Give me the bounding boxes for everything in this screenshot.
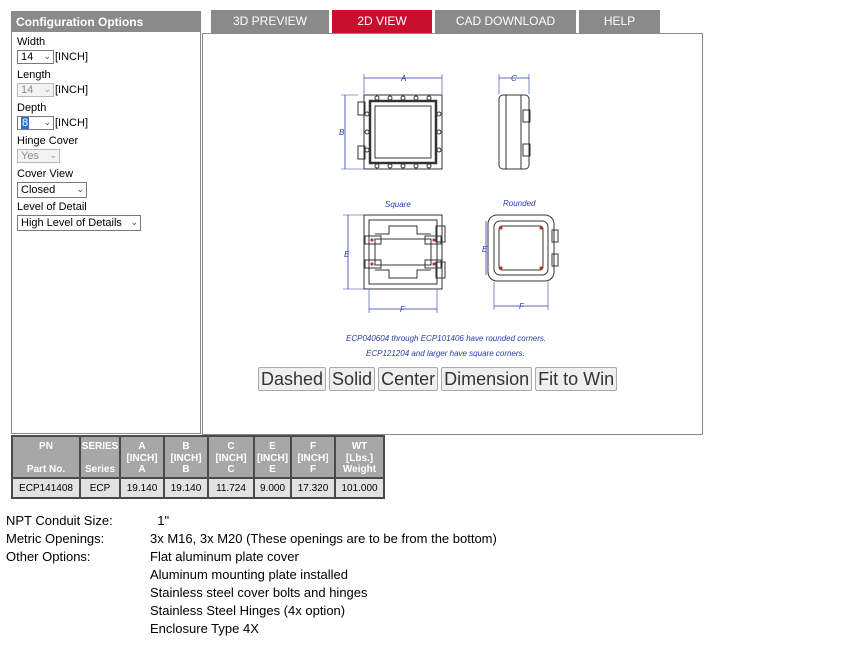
dim-e-label: E: [344, 250, 350, 259]
width-select[interactable]: 14 ⌄: [17, 49, 54, 64]
header-a: A[INCH]A: [121, 437, 163, 477]
tab-cad-download[interactable]: CAD DOWNLOAD: [435, 10, 576, 33]
cell-c: 11.724: [209, 479, 253, 497]
view-tabs: 3D PREVIEW 2D VIEW CAD DOWNLOAD HELP: [211, 10, 663, 33]
solid-button[interactable]: Solid: [329, 367, 376, 391]
dimension-button[interactable]: Dimension: [441, 367, 533, 391]
option-length: Length 14 ⌄ [INCH]: [17, 69, 200, 97]
length-select: 14 ⌄: [17, 82, 54, 97]
chevron-down-icon: ⌄: [49, 150, 57, 160]
info-extra-item: Enclosure Type 4X: [150, 621, 259, 636]
info-row-metric: Metric Openings: 3x M16, 3x M20 (These o…: [6, 530, 497, 548]
tab-3d-preview[interactable]: 3D PREVIEW: [211, 10, 329, 33]
cell-b: 19.140: [165, 479, 207, 497]
length-value: 14: [21, 83, 34, 96]
width-unit: [INCH]: [55, 50, 88, 63]
depth-value: 8: [21, 116, 30, 129]
configuration-panel: Configuration Options Width 14 ⌄ [INCH] …: [11, 11, 201, 434]
info-row-other: Other Options: Flat aluminum plate cover: [6, 548, 497, 566]
info-label: Other Options:: [6, 549, 91, 564]
product-info: NPT Conduit Size: 1" Metric Openings: 3x…: [6, 512, 497, 638]
info-value: 1": [150, 513, 170, 528]
cell-e: 9.000: [255, 479, 290, 497]
info-label: Metric Openings:: [6, 531, 105, 546]
info-value: 3x M16, 3x M20 (These openings are to be…: [150, 531, 497, 546]
info-value: Flat aluminum plate cover: [150, 549, 299, 564]
dim-e-rounded-label: E: [482, 245, 488, 254]
header-f: F[INCH]F: [292, 437, 334, 477]
drawing-viewer[interactable]: A B C E F E F Square Rounded ECP040604 t…: [202, 33, 703, 435]
cell-series: ECP: [81, 479, 119, 497]
dim-f-label: F: [400, 305, 406, 314]
hinge-cover-value: Yes: [21, 149, 39, 162]
cover-view-select[interactable]: Closed ⌄: [17, 181, 87, 198]
length-label: Length: [17, 69, 51, 81]
chevron-down-icon: ⌄: [43, 117, 51, 127]
header-e: E[INCH]E: [255, 437, 290, 477]
info-label: NPT Conduit Size:: [6, 513, 113, 528]
depth-unit: [INCH]: [55, 116, 88, 129]
chevron-down-icon: ⌄: [43, 84, 51, 94]
depth-select[interactable]: 8 ⌄: [17, 115, 54, 130]
option-cover-view: Cover View Closed ⌄: [17, 168, 200, 198]
rounded-back-view: [485, 214, 559, 310]
length-unit: [INCH]: [55, 83, 88, 96]
dashed-button[interactable]: Dashed: [258, 367, 327, 391]
dim-a-label: A: [400, 74, 406, 83]
option-level-of-detail: Level of Detail High Level of Details ⌄: [17, 201, 200, 231]
fit-to-window-button[interactable]: Fit to Win: [535, 367, 618, 391]
cover-view-label: Cover View: [17, 168, 74, 180]
center-button[interactable]: Center: [378, 367, 439, 391]
front-view: [341, 74, 443, 170]
option-depth: Depth 8 ⌄ [INCH]: [17, 102, 200, 130]
info-extra-item: Stainless steel cover bolts and hinges: [150, 585, 368, 600]
header-weight: WT[Lbs.]Weight: [336, 437, 383, 477]
option-hinge-cover: Hinge Cover Yes ⌄: [17, 135, 200, 163]
table-row: ECP141408 ECP 19.140 19.140 11.724 9.000…: [13, 479, 383, 497]
width-label: Width: [17, 36, 46, 48]
note-square-corners: ECP121204 and larger have square corners…: [366, 349, 525, 358]
tab-help[interactable]: HELP: [579, 10, 660, 33]
info-extra-item: Aluminum mounting plate installed: [150, 567, 348, 582]
config-title: Configuration Options: [12, 12, 200, 32]
header-b: B[INCH]B: [165, 437, 207, 477]
info-row-npt: NPT Conduit Size: 1": [6, 512, 497, 530]
option-width: Width 14 ⌄ [INCH]: [17, 36, 200, 64]
info-extra-item: Stainless Steel Hinges (4x option): [150, 603, 346, 618]
rounded-label: Rounded: [503, 199, 536, 208]
level-of-detail-value: High Level of Details: [21, 216, 122, 229]
cover-view-value: Closed: [21, 183, 56, 196]
square-back-view: [343, 214, 446, 313]
header-c: C[INCH]C: [209, 437, 253, 477]
chevron-down-icon: ⌄: [43, 51, 51, 61]
dim-c-label: C: [511, 74, 517, 83]
dim-f-rounded-label: F: [519, 302, 525, 311]
chevron-down-icon: ⌄: [76, 184, 84, 194]
side-view: [498, 74, 531, 170]
square-label: Square: [385, 200, 411, 209]
cell-a: 19.140: [121, 479, 163, 497]
technical-drawing: A B C E F E F Square Rounded: [339, 74, 559, 314]
viewer-button-bar: Dashed Solid Center Dimension Fit to Win: [258, 367, 620, 391]
cell-f: 17.320: [292, 479, 334, 497]
cell-weight: 101.000: [336, 479, 383, 497]
width-value: 14: [21, 50, 34, 63]
hinge-cover-select: Yes ⌄: [17, 148, 60, 163]
depth-label: Depth: [17, 102, 47, 114]
level-of-detail-select[interactable]: High Level of Details ⌄: [17, 214, 141, 231]
tab-2d-view[interactable]: 2D VIEW: [332, 10, 432, 33]
hinge-cover-label: Hinge Cover: [17, 135, 79, 147]
dim-b-label: B: [339, 128, 345, 137]
chevron-down-icon: ⌄: [130, 217, 138, 227]
cell-pn: ECP141408: [13, 479, 79, 497]
level-of-detail-label: Level of Detail: [17, 201, 87, 213]
note-rounded-corners: ECP040604 through ECP101406 have rounded…: [346, 334, 547, 343]
